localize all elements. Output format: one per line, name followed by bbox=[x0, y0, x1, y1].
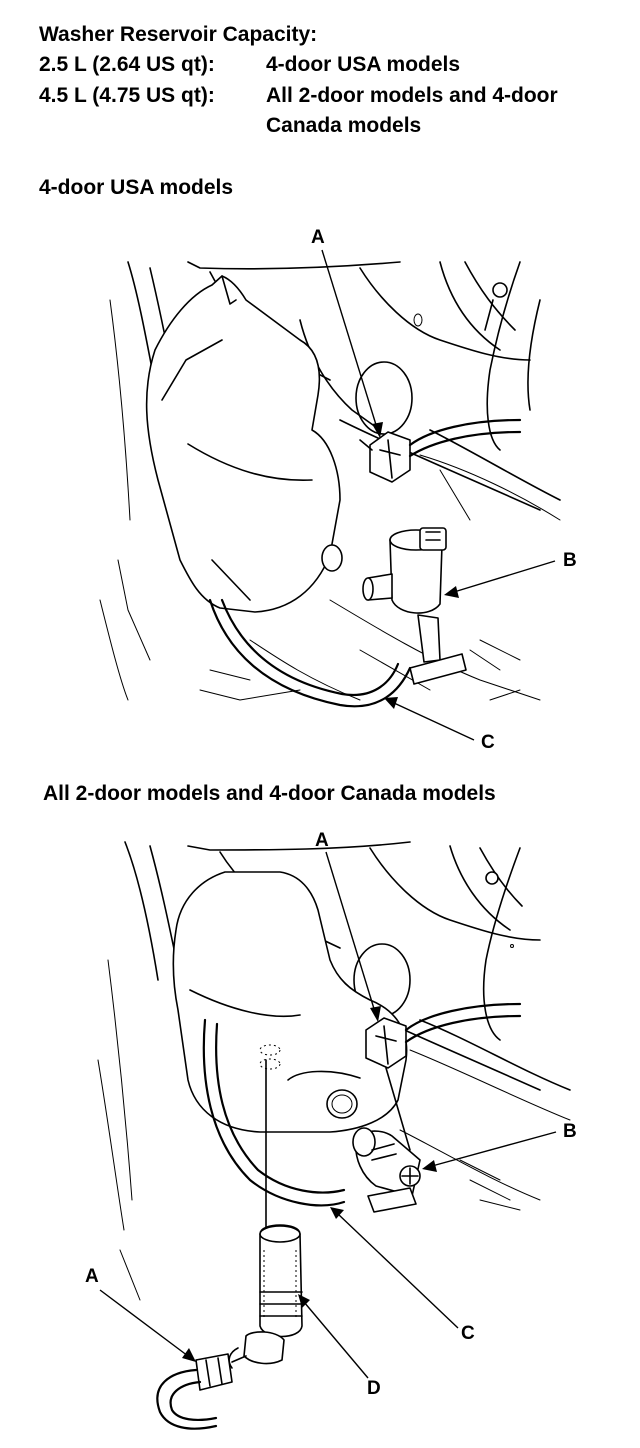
figure-1-callout-b: B bbox=[563, 550, 577, 571]
figure-1-heading: 4-door USA models bbox=[39, 176, 234, 199]
figure-1-reservoir-diagram: A B C bbox=[99, 227, 577, 753]
figure-1-callouts: A B C bbox=[311, 227, 577, 753]
spec-models-other: All 2-door models and 4-door bbox=[266, 84, 558, 107]
figure-2-callout-d: D bbox=[367, 1378, 381, 1399]
figure-2-callout-c: C bbox=[461, 1323, 475, 1344]
figure-2-callout-b: B bbox=[563, 1121, 577, 1142]
figure-2-callout-a: A bbox=[315, 830, 329, 851]
figure-2-washer-pump-in-tank bbox=[228, 1224, 303, 1369]
figure-2-hose bbox=[202, 1018, 346, 1207]
figure-2-callout-a-lower: A bbox=[85, 1266, 99, 1287]
capacity-title: Washer Reservoir Capacity: bbox=[39, 23, 318, 46]
spec-models-other-cont: Canada models bbox=[266, 114, 422, 137]
figure-2-connector-a-lower bbox=[156, 1353, 247, 1430]
figure-1-hose bbox=[208, 598, 412, 708]
figure-2-heading: All 2-door models and 4-door Canada mode… bbox=[43, 782, 496, 805]
figure-1-callout-c: C bbox=[481, 732, 495, 753]
spec-models-usa: 4-door USA models bbox=[266, 53, 461, 76]
figure-1-background-structure bbox=[99, 261, 561, 701]
figure-2-reservoir-diagram: A A B C D bbox=[85, 830, 577, 1430]
figure-1-connector-a bbox=[359, 418, 522, 483]
figure-2-washer-pump bbox=[352, 1127, 421, 1213]
spec-amount-usa: 2.5 L (2.64 US qt): bbox=[39, 53, 215, 76]
figure-1-washer-pump bbox=[362, 527, 467, 685]
figure-1-callout-a: A bbox=[311, 227, 325, 248]
figure-2-washer-reservoir bbox=[172, 871, 408, 1231]
figure-2-connector-a bbox=[365, 1002, 522, 1151]
figure-2-callouts: A A B C D bbox=[85, 830, 577, 1399]
spec-amount-other: 4.5 L (4.75 US qt): bbox=[39, 84, 215, 107]
figure-1-washer-reservoir bbox=[145, 275, 343, 613]
